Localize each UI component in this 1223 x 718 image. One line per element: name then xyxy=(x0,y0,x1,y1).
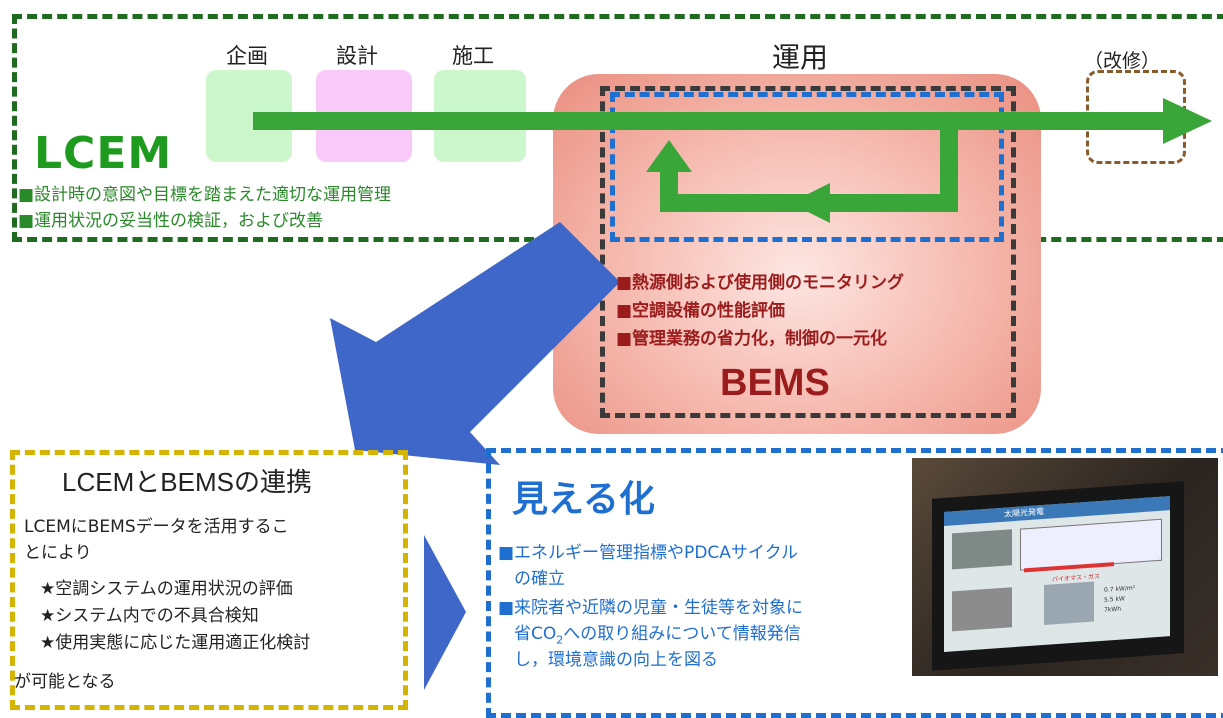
screen-value-1: 0.7 kW/m² xyxy=(1104,584,1136,594)
visual-bullet-2b: 省CO2への取り組みについて情報発信 xyxy=(514,619,801,646)
diagonal-blue-arrow xyxy=(330,222,620,465)
bems-monitor-frame xyxy=(610,92,1004,242)
display-frame: 太陽光発電 バイオマス・ガス 0.7 kW/m² 5.5 kW 7kWh xyxy=(932,481,1184,671)
phase-construction: 施工 xyxy=(452,44,494,68)
coop-title-to: と xyxy=(134,468,161,498)
bems-outline xyxy=(600,86,1016,418)
phase-renovation: （改修） xyxy=(1084,50,1161,72)
visual-co2-sub: 2 xyxy=(556,633,564,647)
flow-arrows xyxy=(253,98,1212,690)
coop-title-lcem: LCEM xyxy=(62,467,135,497)
visual-title: 見える化 xyxy=(512,479,655,520)
loop-right-leg xyxy=(940,112,958,212)
visual-bullet-1a: ■エネルギー管理指標やPDCAサイクル xyxy=(498,543,799,563)
phase-operation: 運用 xyxy=(772,41,829,74)
bems-bullet-3: ■管理業務の省力化，制御の一元化 xyxy=(616,329,888,349)
loop-left-leg xyxy=(660,170,678,212)
chevron-arrow xyxy=(424,535,466,690)
bems-title: BEMS xyxy=(720,362,830,404)
coop-item-3: ★使用実態に応じた運用適正化検討 xyxy=(40,633,311,653)
loop-bottom-arrowhead xyxy=(790,183,830,223)
lcem-bullet-1: ■設計時の意図や目標を踏まえた適切な運用管理 xyxy=(18,185,392,205)
coop-title-rest: の連携 xyxy=(233,468,312,498)
visual-bullet-2c: し，環境意識の向上を図る xyxy=(514,650,718,670)
lifecycle-arrow-shaft xyxy=(253,112,1168,130)
bems-bullet-1: ■熱源側および使用側のモニタリング xyxy=(616,273,905,293)
screen-thumb-3 xyxy=(1044,581,1094,625)
coop-item-1: ★空調システムの運用状況の評価 xyxy=(40,579,293,599)
phase-planning: 企画 xyxy=(226,44,268,68)
loop-up-arrowhead xyxy=(646,140,692,172)
bems-bullet-2: ■空調設備の性能評価 xyxy=(616,301,786,321)
screen-value-2: 5.5 kW xyxy=(1104,595,1125,604)
display-photo: 太陽光発電 バイオマス・ガス 0.7 kW/m² 5.5 kW 7kWh xyxy=(912,458,1218,676)
bems-box xyxy=(553,74,1041,434)
coop-footer: が可能となる xyxy=(14,672,116,692)
visual-bullet-2a: ■来院者や近隣の児童・生徒等を対象に xyxy=(498,598,804,618)
phase-design: 設計 xyxy=(336,44,378,68)
coop-title-bems: BEMS xyxy=(160,467,234,497)
screen-value-3: 7kWh xyxy=(1104,605,1122,614)
coop-intro-1: LCEMにBEMSデータを活用するこ xyxy=(24,517,289,537)
lcem-bullet-2: ■運用状況の妥当性の検証，および改善 xyxy=(18,211,324,231)
coop-title: LCEMとBEMSの連携 xyxy=(62,462,312,499)
lifecycle-arrow-head xyxy=(1163,98,1212,144)
coop-item-2: ★システム内での不具合検知 xyxy=(40,606,259,626)
visual-co2-post: への取り組みについて情報発信 xyxy=(563,624,801,644)
coop-intro-2: とにより xyxy=(24,543,92,563)
visual-bullet-1b: の確立 xyxy=(514,569,565,589)
visual-co2-pre: 省CO xyxy=(514,624,557,644)
screen-thumb-1 xyxy=(952,529,1012,570)
display-screen: 太陽光発電 バイオマス・ガス 0.7 kW/m² 5.5 kW 7kWh xyxy=(944,496,1170,652)
screen-thumb-2 xyxy=(952,587,1012,632)
lcem-title: LCEM xyxy=(34,128,173,179)
